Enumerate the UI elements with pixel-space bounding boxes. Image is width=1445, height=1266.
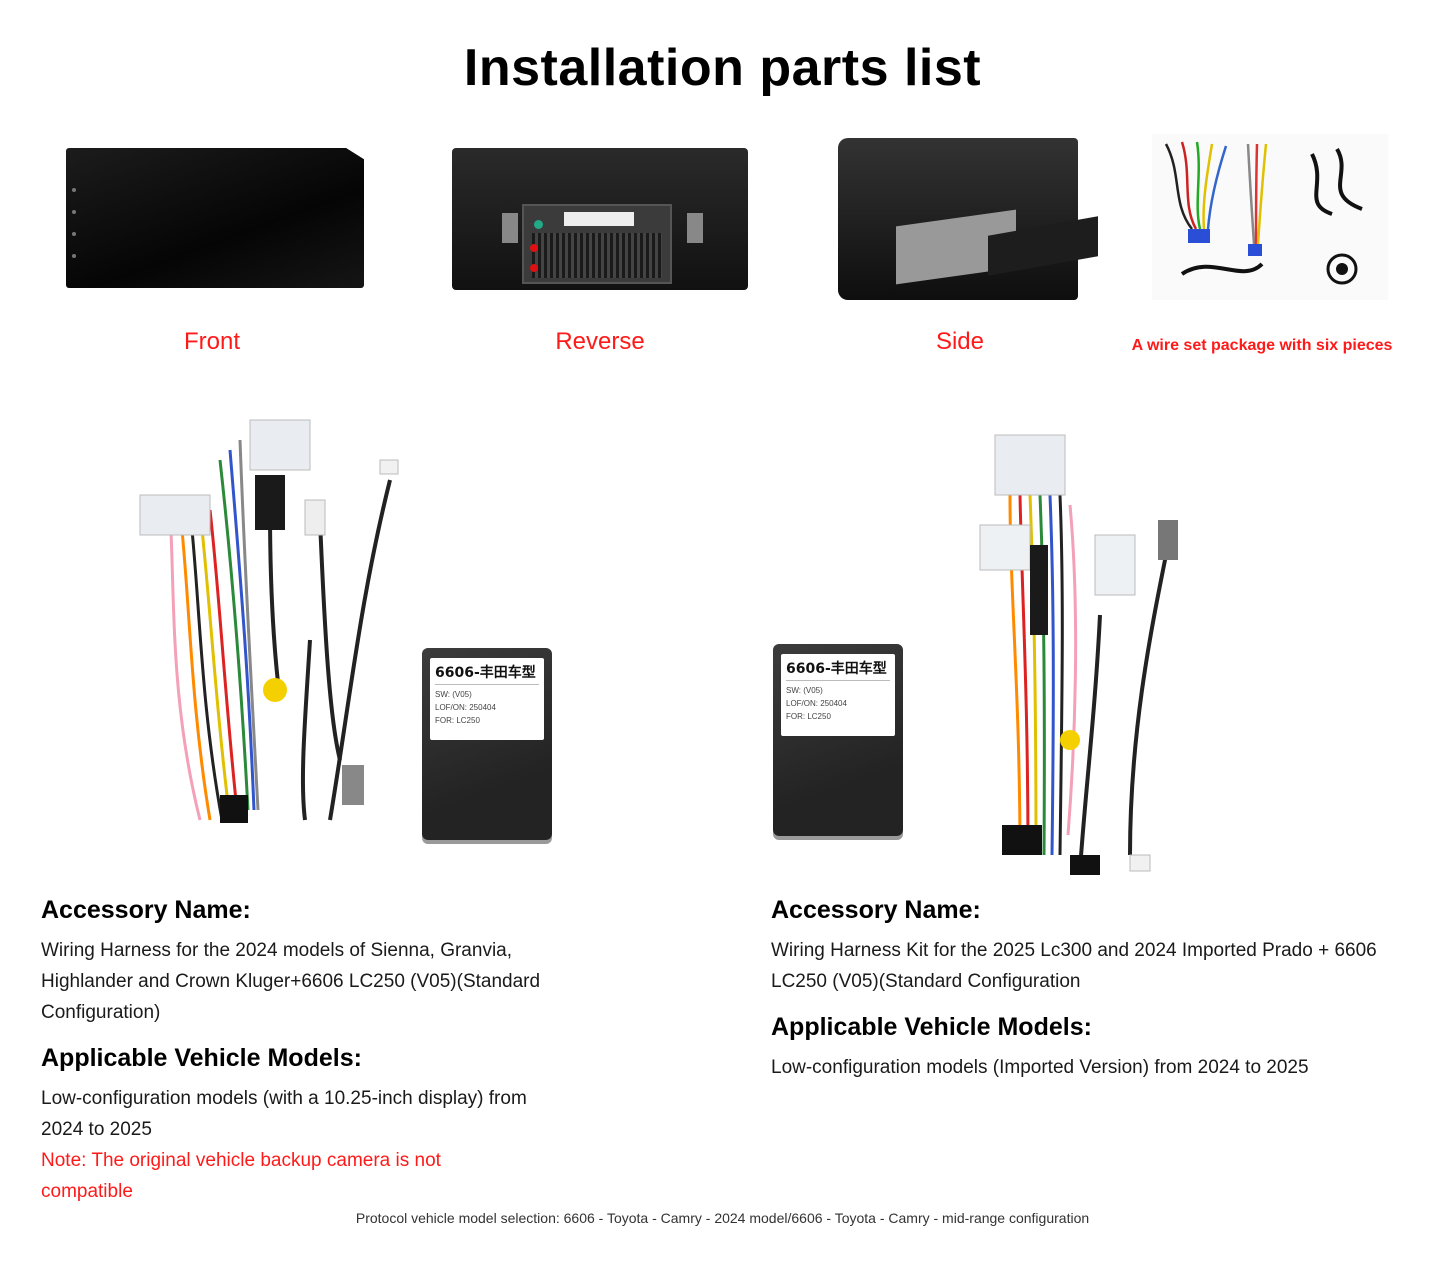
compatibility-note: compatible bbox=[41, 1181, 133, 1202]
head-unit-side-image bbox=[838, 138, 1100, 302]
head-unit-front-image bbox=[66, 148, 364, 288]
caption-wire-set: A wire set package with six pieces bbox=[1131, 337, 1393, 354]
decoder-title: 6606-丰田车型 bbox=[435, 662, 539, 685]
decoder-lof: LOF/ON: 250404 bbox=[435, 703, 496, 712]
applicable-models-heading: Applicable Vehicle Models: bbox=[771, 1013, 1092, 1041]
applicable-models-heading: Applicable Vehicle Models: bbox=[41, 1044, 362, 1072]
decoder-sw: SW: (V05) bbox=[435, 690, 472, 699]
decoder-sw: SW: (V05) bbox=[786, 686, 823, 695]
head-unit-reverse-image bbox=[452, 148, 748, 290]
accessory-name-line: Wiring Harness for the 2024 models of Si… bbox=[41, 940, 513, 961]
left-wiring-harness-image bbox=[130, 400, 450, 880]
caption-reverse: Reverse bbox=[555, 328, 645, 355]
right-wiring-harness-image bbox=[950, 415, 1200, 885]
caption-front: Front bbox=[183, 328, 240, 355]
decoder-sticker: 6606-丰田车型 SW: (V05) LOF/ON: 250404 FOR: … bbox=[781, 654, 895, 736]
caption-side: Side bbox=[935, 328, 985, 355]
right-decoder-box: 6606-丰田车型 SW: (V05) LOF/ON: 250404 FOR: … bbox=[773, 644, 903, 836]
decoder-for: FOR: LC250 bbox=[435, 716, 480, 725]
applicable-models-line: Low-configuration models (with a 10.25-i… bbox=[41, 1088, 527, 1109]
wire-set-image bbox=[1152, 134, 1388, 300]
decoder-sticker: 6606-丰田车型 SW: (V05) LOF/ON: 250404 FOR: … bbox=[430, 658, 544, 740]
left-accessory-section: Accessory Name: Wiring Harness for the 2… bbox=[41, 896, 601, 1207]
applicable-models-line: Low-configuration models (Imported Versi… bbox=[771, 1057, 1309, 1078]
right-accessory-section: Accessory Name: Wiring Harness Kit for t… bbox=[771, 896, 1421, 1083]
accessory-name-line: Highlander and Crown Kluger+6606 LC250 (… bbox=[41, 971, 541, 992]
protocol-footer: Protocol vehicle model selection: 6606 -… bbox=[355, 1210, 1090, 1226]
accessory-name-heading: Accessory Name: bbox=[771, 896, 981, 924]
decoder-lof: LOF/ON: 250404 bbox=[786, 699, 847, 708]
applicable-models-line: 2024 to 2025 bbox=[41, 1119, 152, 1140]
accessory-name-line: Wiring Harness Kit for the 2025 Lc300 an… bbox=[771, 940, 1377, 961]
accessory-name-line: LC250 (V05)(Standard Configuration bbox=[771, 971, 1081, 992]
page-title: Installation parts list bbox=[463, 39, 982, 97]
left-decoder-box: 6606-丰田车型 SW: (V05) LOF/ON: 250404 FOR: … bbox=[422, 648, 552, 840]
accessory-name-line: Configuration) bbox=[41, 1002, 161, 1023]
decoder-title: 6606-丰田车型 bbox=[786, 658, 890, 681]
compatibility-note: Note: The original vehicle backup camera… bbox=[41, 1150, 441, 1171]
accessory-name-heading: Accessory Name: bbox=[41, 896, 251, 924]
decoder-for: FOR: LC250 bbox=[786, 712, 831, 721]
